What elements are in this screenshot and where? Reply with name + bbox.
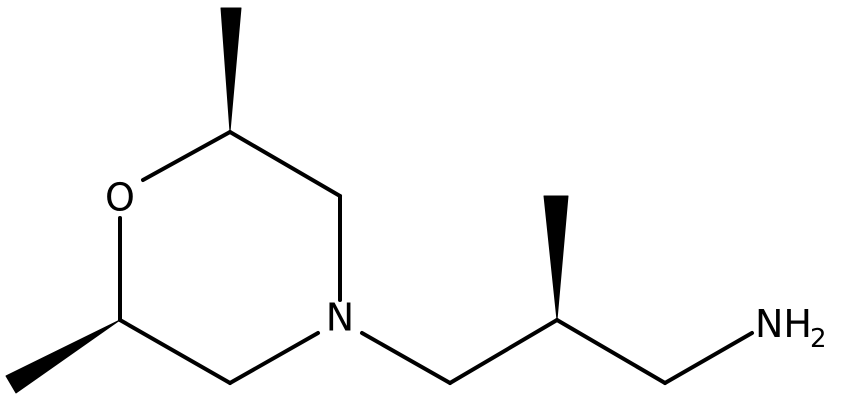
amine-atom-label: NH <box>755 302 812 346</box>
oxygen-atom-label: O <box>105 176 135 220</box>
bond-ch-ch2 <box>555 318 667 385</box>
wedge-bond-ch-methyl <box>543 195 569 321</box>
bond-ch2-ch <box>448 318 559 385</box>
nitrogen-atom-label: N <box>326 296 354 340</box>
bond-n4-ch2 <box>360 331 452 385</box>
bond-c5-c6 <box>118 318 232 385</box>
bond-o-c2 <box>141 130 232 182</box>
wedge-bond-c6-methyl <box>5 319 121 394</box>
bond-n4-c5 <box>228 331 320 385</box>
bond-ch2-nh2 <box>663 331 754 385</box>
bond-c2-c3 <box>228 130 342 198</box>
amine-subscript-label: 2 <box>810 324 827 354</box>
wedge-bond-c2-methyl <box>220 7 242 133</box>
